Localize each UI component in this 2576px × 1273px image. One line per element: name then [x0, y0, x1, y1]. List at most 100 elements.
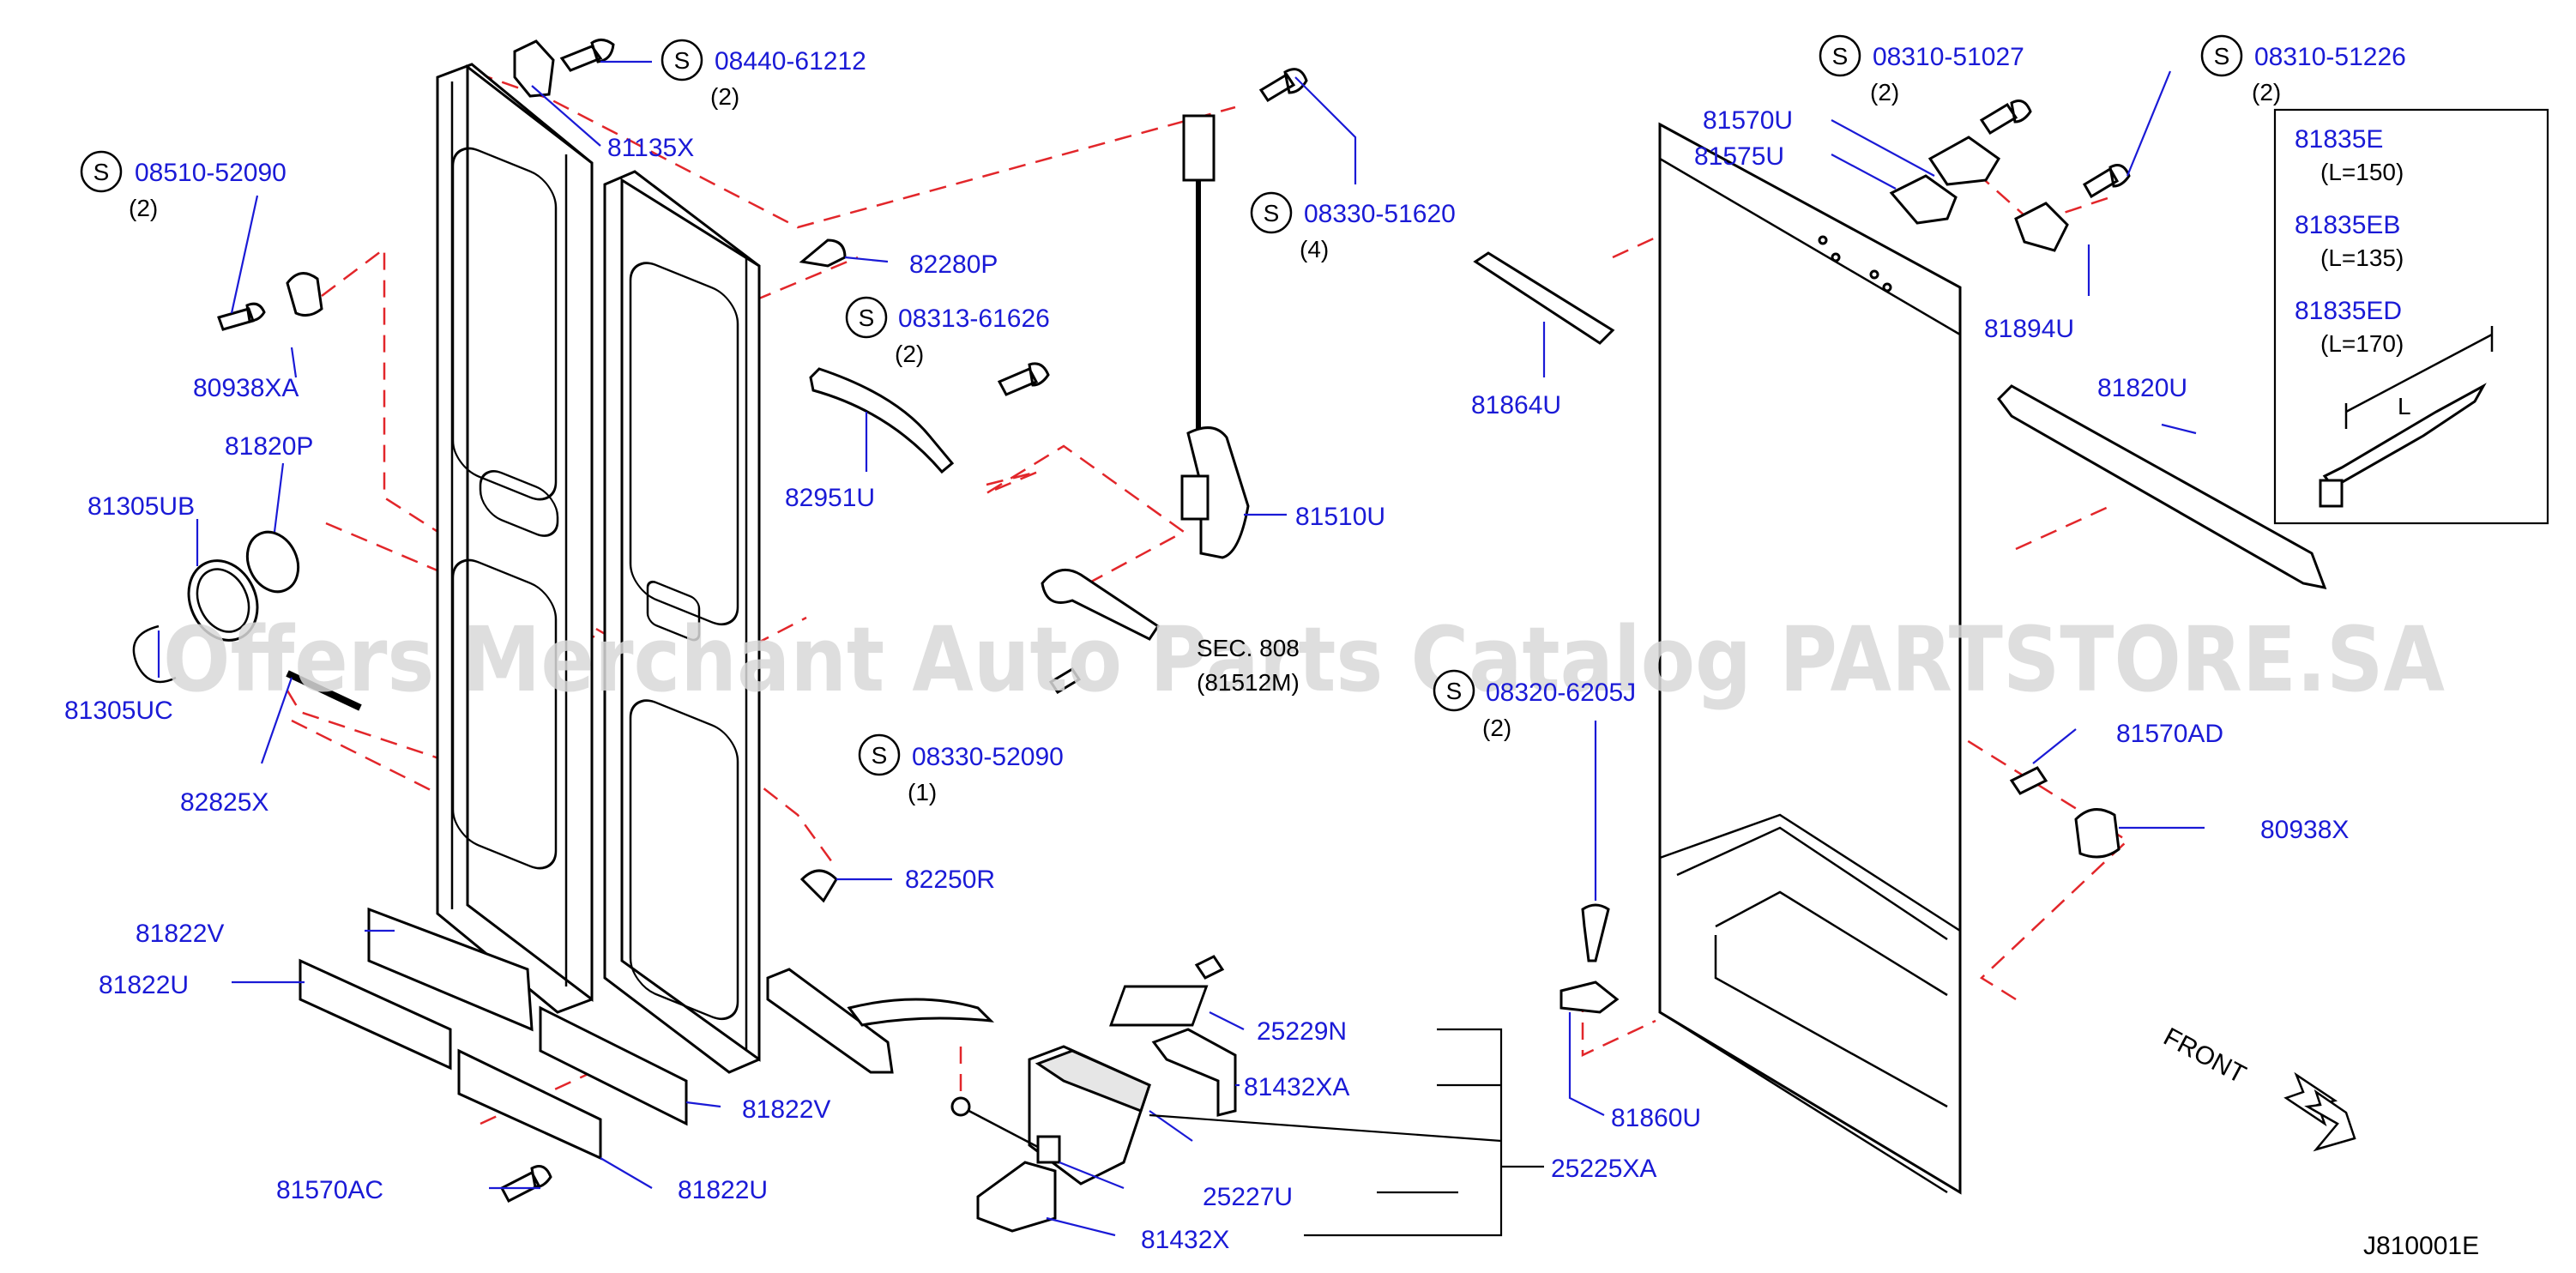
front-arrow-icon	[2283, 1071, 2338, 1127]
screw-icon	[217, 302, 266, 331]
label-25225XA: 25225XA	[1551, 1155, 1656, 1183]
lower-strips	[299, 907, 688, 1204]
screw-icon	[499, 1165, 552, 1204]
svg-text:S: S	[94, 159, 110, 185]
label-81820P: 81820P	[225, 432, 313, 461]
label-81835E: 81835E	[2295, 125, 2383, 154]
screw-callout-08330-51620: S 08330-51620 (4)	[1250, 191, 1456, 262]
label-80938XA: 80938XA	[193, 374, 299, 402]
label-81864U: 81864U	[1471, 391, 1561, 419]
svg-text:(2): (2)	[895, 341, 924, 367]
screw-icon	[1258, 68, 1308, 103]
screw-callout-08310-51226: S 08310-51226 (2)	[2200, 34, 2406, 106]
label-81835EB: 81835EB	[2295, 211, 2400, 239]
svg-text:S: S	[2214, 43, 2230, 69]
svg-text:(1): (1)	[908, 779, 937, 805]
label-81822U-a: 81822U	[99, 971, 189, 999]
svg-text:(2): (2)	[2252, 79, 2281, 106]
screw-icon	[2082, 164, 2131, 199]
svg-text:(4): (4)	[1300, 236, 1329, 262]
svg-text:08440-61212: 08440-61212	[715, 47, 866, 75]
label-81575U: 81575U	[1694, 142, 1784, 171]
screw-icon	[1979, 100, 2032, 136]
svg-text:(81512M): (81512M)	[1197, 669, 1300, 696]
s-symbol-icon	[1819, 34, 1861, 77]
label-81570U: 81570U	[1703, 106, 1793, 135]
label-80938X: 80938X	[2260, 816, 2349, 844]
svg-text:08330-51620: 08330-51620	[1304, 200, 1456, 228]
cap-icon	[245, 530, 300, 594]
label-81135X: 81135X	[607, 134, 694, 162]
label-25227U: 25227U	[1203, 1183, 1293, 1211]
label-82825X: 82825X	[180, 788, 268, 817]
s-symbol-icon	[2200, 34, 2243, 77]
screw-callout-08310-51027: S 08310-51027 (2)	[1819, 34, 2024, 106]
left-hardware	[132, 39, 1050, 903]
label-81822V-b: 81822V	[742, 1095, 830, 1124]
label-81432X: 81432X	[1141, 1226, 1229, 1254]
label-82250R: 82250R	[905, 866, 995, 894]
svg-text:SEC. 808: SEC. 808	[1197, 635, 1300, 661]
label-81570AD: 81570AD	[2116, 720, 2223, 748]
pin-icon	[286, 670, 362, 711]
label-81835ED: 81835ED	[2295, 297, 2402, 325]
label-81894U: 81894U	[1984, 315, 2074, 343]
clip-icon	[132, 624, 177, 684]
svg-text:08510-52090: 08510-52090	[135, 159, 287, 187]
label-82951U: 82951U	[785, 484, 875, 512]
label-81305UB: 81305UB	[87, 492, 195, 521]
clip-icon	[799, 869, 838, 903]
screw-icon	[2009, 766, 2048, 795]
screw-callout-08510: S 08510-52090 (2)	[80, 150, 287, 221]
strap-inset	[2273, 108, 2549, 525]
length-135: (L=135)	[2320, 244, 2404, 271]
rod-latch-assembly	[1041, 68, 1308, 695]
label-81432XA: 81432XA	[1244, 1073, 1349, 1101]
connector-icon	[1194, 955, 1225, 980]
svg-text:08313-61626: 08313-61626	[898, 305, 1050, 333]
screw-icon	[997, 362, 1050, 396]
s-symbol-icon	[661, 39, 703, 81]
label-81570AC: 81570AC	[276, 1176, 383, 1204]
screw-callout-08330-52090: S 08330-52090 (1)	[858, 733, 1064, 805]
svg-text:(2): (2)	[1870, 79, 1899, 106]
left-door-panel	[436, 63, 594, 1014]
label-81822U-b: 81822U	[678, 1176, 768, 1204]
label-25229N: 25229N	[1257, 1017, 1347, 1046]
svg-text:08330-52090: 08330-52090	[912, 743, 1064, 771]
screw-callout-08320: S 08320-6205J (2)	[1433, 669, 1636, 741]
length-150: (L=150)	[2320, 159, 2404, 185]
clip-icon	[1559, 980, 1620, 1014]
section-reference: SEC. 808 (81512M)	[1197, 635, 1300, 696]
screw-icon	[559, 39, 615, 72]
label-82280P: 82280P	[909, 250, 998, 279]
handle-icon	[1041, 568, 1161, 641]
front-label: FRONT	[2159, 1023, 2251, 1089]
s-symbol-icon	[1250, 191, 1293, 234]
svg-text:S: S	[1832, 43, 1849, 69]
screw-callouts: S 08440-61212 (2) S 08510-52090 (2) S 08…	[80, 34, 2406, 805]
svg-text:(2): (2)	[710, 83, 739, 110]
strap-icon	[809, 367, 955, 474]
svg-text:S: S	[859, 305, 875, 331]
svg-text:08310-51226: 08310-51226	[2254, 43, 2406, 71]
label-81822V-a: 81822V	[136, 920, 224, 948]
label-81820U: 81820U	[2097, 374, 2187, 402]
diagram-code: J810001E	[2363, 1232, 2479, 1260]
front-indicator: FRONT	[2159, 1023, 2356, 1152]
label-81305UC: 81305UC	[64, 697, 173, 725]
clip-icon	[799, 238, 847, 268]
ring-icon	[187, 559, 259, 642]
svg-text:(2): (2)	[1482, 715, 1511, 741]
middle-door-panel	[603, 170, 761, 1074]
label-81510U: 81510U	[1295, 503, 1385, 531]
length-170: (L=170)	[2320, 330, 2404, 357]
label-81860U: 81860U	[1611, 1104, 1701, 1132]
screw-icon	[1048, 667, 1082, 695]
length-dimension: L	[2398, 393, 2411, 419]
screw-callout-08440: S 08440-61212 (2)	[661, 39, 866, 110]
part-labels: 81135X 82280P 80938XA 81820P 81305UB 813…	[64, 106, 2411, 1254]
svg-text:S: S	[1446, 678, 1463, 704]
screw-icon	[1581, 903, 1610, 962]
